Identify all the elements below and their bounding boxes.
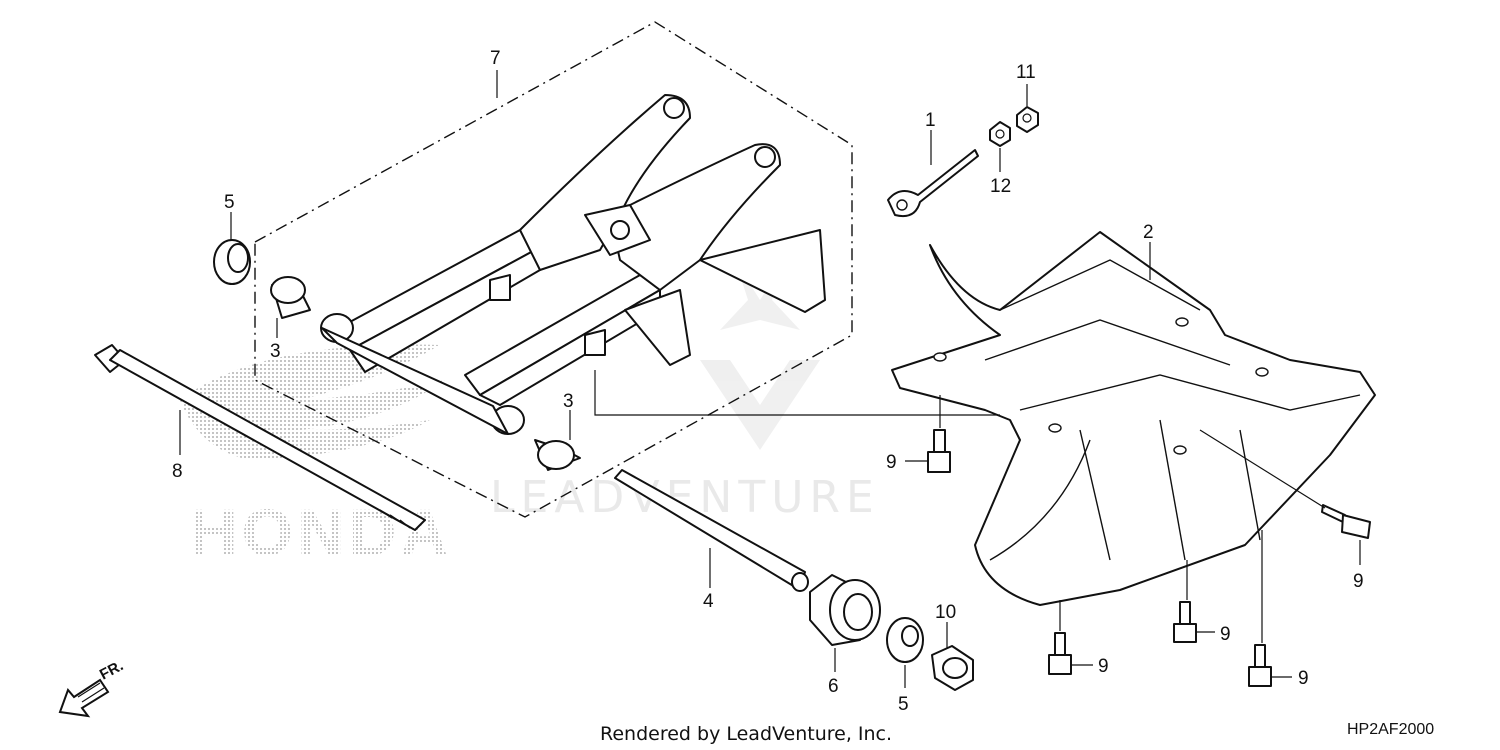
callout-5-bottom: 5 (898, 694, 909, 715)
part-11-nut (1016, 106, 1039, 133)
part-3-bushing-right (534, 439, 581, 471)
callout-7: 7 (490, 48, 501, 69)
callout-3-right: 3 (563, 391, 574, 412)
part-3-bushing-left (270, 276, 311, 319)
part-1-adjuster (887, 149, 979, 218)
leader-9b-top (1199, 429, 1326, 509)
callout-9-d: 9 (1098, 656, 1109, 677)
callout-9-c: 9 (1220, 624, 1231, 645)
part-4-shaft (614, 469, 809, 592)
callout-12: 12 (990, 176, 1011, 197)
part-2-cover (891, 231, 1376, 606)
front-direction-arrow (58, 678, 110, 718)
callout-5-top: 5 (224, 192, 235, 213)
direction-label: FR. (97, 657, 126, 683)
part-8-pivot-bolt (94, 344, 426, 531)
part-9-bolt-a (927, 429, 951, 473)
brand-text: HONDA (190, 495, 452, 569)
assembly-box-7 (254, 21, 853, 518)
callout-10: 10 (935, 602, 956, 623)
callout-1: 1 (925, 110, 936, 131)
callout-3-left: 3 (270, 341, 281, 362)
callout-9-e: 9 (1298, 668, 1309, 689)
swingarm (320, 94, 826, 435)
diagram-code: HP2AF2000 (1347, 721, 1434, 738)
part-6-collar (809, 574, 881, 646)
part-9-bolt-c (1173, 601, 1197, 643)
callout-4: 4 (703, 591, 714, 612)
footer-text: Rendered by LeadVenture, Inc. (600, 723, 892, 745)
callout-11: 11 (1016, 62, 1036, 83)
watermark-logo (700, 260, 820, 450)
callout-6: 6 (828, 676, 839, 697)
callout-8: 8 (172, 461, 183, 482)
leader-cover-mount (594, 370, 1000, 416)
part-5-seal-top (213, 239, 251, 285)
part-9-bolt-e (1248, 644, 1272, 687)
part-5-washer-bottom (886, 617, 924, 663)
part-12-nut (989, 121, 1011, 147)
callout-9-b: 9 (1353, 571, 1364, 592)
part-9-bolt-d (1048, 632, 1072, 675)
callout-9-a: 9 (886, 452, 897, 473)
callout-2: 2 (1143, 222, 1154, 243)
part-9-bolt-b (1321, 504, 1371, 539)
part-10-nut (931, 645, 974, 691)
